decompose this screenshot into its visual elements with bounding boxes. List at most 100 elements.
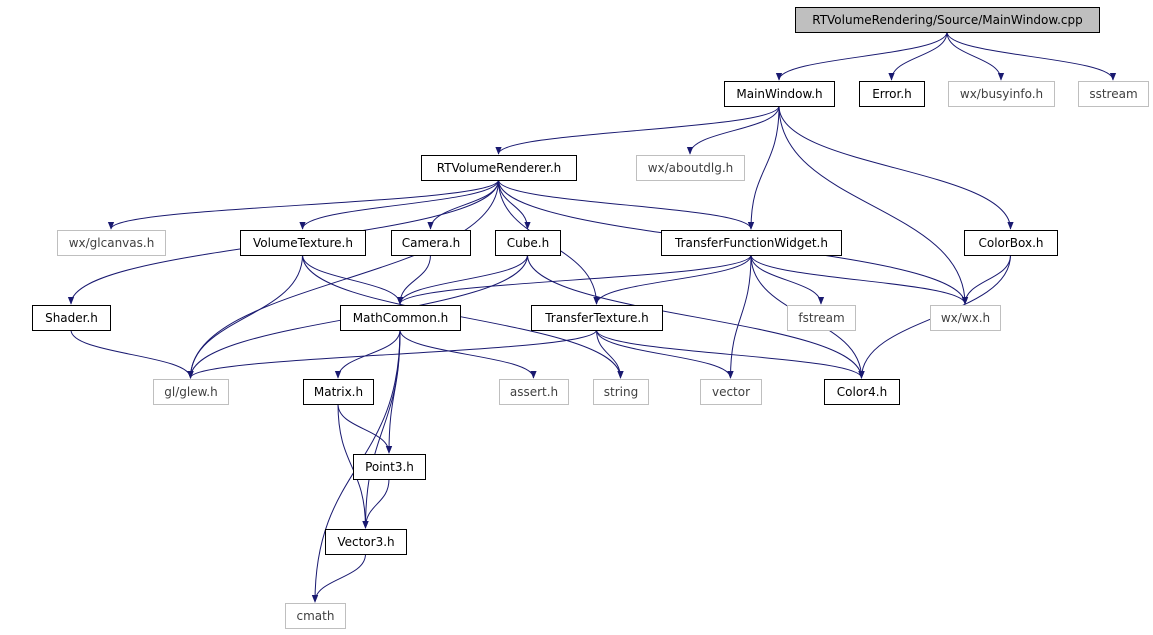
node-box <box>495 230 561 256</box>
node-box <box>661 230 842 256</box>
node-point3-h[interactable]: Point3.h <box>353 454 426 480</box>
edge-volumetexture-h-to-mathcommon-h <box>302 254 404 305</box>
edge-transferfunctionwidget-h-to-fstream <box>750 254 825 305</box>
edge-mathcommon-h-to-assert-h <box>399 329 537 379</box>
node-mainwindow-h[interactable]: MainWindow.h <box>724 81 835 107</box>
edge-transferfunctionwidget-h-to-wx-wx-h <box>750 254 969 305</box>
edge-matrix-h-to-vector3-h <box>337 403 369 529</box>
node-label: wx/aboutdlg.h <box>648 161 734 175</box>
edge-mainwindow-h-to-wx-aboutdlg-h <box>686 105 780 155</box>
node-box <box>795 7 1100 33</box>
node-label: ColorBox.h <box>978 236 1043 250</box>
edge-mainwindow-h-to-transferfunctionwidget-h <box>747 105 780 230</box>
node-vector: vector <box>700 379 762 405</box>
node-wx-busyinfo-h: wx/busyinfo.h <box>948 81 1055 107</box>
node-transferfunctionwidget-h[interactable]: TransferFunctionWidget.h <box>661 230 842 256</box>
edge-volumetexture-h-to-string <box>302 254 624 379</box>
node-box <box>325 529 407 555</box>
edge-transfertexture-h-to-gl-glew-h <box>187 329 597 379</box>
node-matrix-h[interactable]: Matrix.h <box>303 379 374 405</box>
edge-mathcommon-h-to-matrix-h <box>334 329 401 379</box>
node-box <box>499 379 569 405</box>
node-label: MainWindow.h <box>736 87 822 101</box>
node-label: sstream <box>1089 87 1137 101</box>
edge-mainwindow-h-to-rtvolumerenderer-h <box>495 105 780 155</box>
node-box <box>391 230 471 256</box>
node-box <box>859 81 925 107</box>
node-vector3-h[interactable]: Vector3.h <box>325 529 407 555</box>
node-box <box>353 454 426 480</box>
node-mathcommon-h[interactable]: MathCommon.h <box>340 305 461 331</box>
node-label: gl/glew.h <box>164 385 217 399</box>
node-root: RTVolumeRendering/Source/MainWindow.cpp <box>795 7 1100 33</box>
node-colorbox-h[interactable]: ColorBox.h <box>964 230 1058 256</box>
node-box <box>700 379 762 405</box>
node-label: wx/glcanvas.h <box>69 236 155 250</box>
node-label: Cube.h <box>507 236 549 250</box>
node-color4-h[interactable]: Color4.h <box>824 379 900 405</box>
node-box <box>340 305 461 331</box>
edge-transfertexture-h-to-string <box>596 329 624 379</box>
node-label: MathCommon.h <box>353 311 448 325</box>
node-string: string <box>593 379 649 405</box>
node-cube-h[interactable]: Cube.h <box>495 230 561 256</box>
edge-shader-h-to-gl-glew-h <box>70 329 194 379</box>
node-label: vector <box>712 385 750 399</box>
node-box <box>153 379 229 405</box>
edge-transferfunctionwidget-h-to-transfertexture-h <box>593 254 752 305</box>
edge-rtvolumerenderer-h-to-transferfunctionwidget-h <box>498 179 755 230</box>
edge-matrix-h-to-point3-h <box>337 403 393 454</box>
edge-root-to-wx-busyinfo-h <box>946 31 1005 81</box>
edge-cube-h-to-color4-h <box>527 254 865 379</box>
node-box <box>593 379 649 405</box>
node-rtvolumerenderer-h[interactable]: RTVolumeRenderer.h <box>421 155 577 181</box>
edge-transferfunctionwidget-h-to-mathcommon-h <box>396 254 752 305</box>
node-box <box>57 230 166 256</box>
node-cmath: cmath <box>285 603 346 629</box>
node-label: Camera.h <box>402 236 461 250</box>
node-assert-h: assert.h <box>499 379 569 405</box>
node-box <box>531 305 663 331</box>
node-gl-glew-h: gl/glew.h <box>153 379 229 405</box>
edge-transferfunctionwidget-h-to-vector <box>727 254 752 379</box>
node-box <box>303 379 374 405</box>
node-box <box>240 230 366 256</box>
node-sstream: sstream <box>1078 81 1149 107</box>
node-box <box>636 155 745 181</box>
node-label: Matrix.h <box>314 385 363 399</box>
node-label: Shader.h <box>45 311 98 325</box>
node-label: Vector3.h <box>337 535 394 549</box>
node-shader-h[interactable]: Shader.h <box>32 305 111 331</box>
edge-point3-h-to-vector3-h <box>362 478 390 529</box>
nodes-layer: RTVolumeRendering/Source/MainWindow.cppM… <box>32 7 1149 629</box>
node-box <box>964 230 1058 256</box>
edge-root-to-sstream <box>946 31 1117 81</box>
node-box <box>421 155 577 181</box>
node-label: Color4.h <box>837 385 887 399</box>
node-label: wx/wx.h <box>941 311 990 325</box>
node-camera-h[interactable]: Camera.h <box>391 230 471 256</box>
edge-colorbox-h-to-wx-wx-h <box>961 254 1011 305</box>
node-transfertexture-h[interactable]: TransferTexture.h <box>531 305 663 331</box>
node-error-h[interactable]: Error.h <box>859 81 925 107</box>
node-label: assert.h <box>510 385 558 399</box>
node-box <box>824 379 900 405</box>
node-wx-aboutdlg-h: wx/aboutdlg.h <box>636 155 745 181</box>
node-box <box>787 305 856 331</box>
node-label: Point3.h <box>365 460 414 474</box>
edge-root-to-mainwindow-h <box>775 31 948 81</box>
node-wx-glcanvas-h: wx/glcanvas.h <box>57 230 166 256</box>
node-label: VolumeTexture.h <box>253 236 353 250</box>
edge-rtvolumerenderer-h-to-cube-h <box>498 179 531 230</box>
edge-transfertexture-h-to-vector <box>596 329 734 379</box>
node-box <box>724 81 835 107</box>
edge-root-to-error-h <box>888 31 948 81</box>
node-volumetexture-h[interactable]: VolumeTexture.h <box>240 230 366 256</box>
edge-mainwindow-h-to-colorbox-h <box>778 105 1014 230</box>
node-label: RTVolumeRendering/Source/MainWindow.cpp <box>812 13 1083 27</box>
node-label: TransferFunctionWidget.h <box>674 236 828 250</box>
node-fstream: fstream <box>787 305 856 331</box>
edge-volumetexture-h-to-gl-glew-h <box>187 254 303 379</box>
edge-rtvolumerenderer-h-to-volumetexture-h <box>299 179 499 230</box>
